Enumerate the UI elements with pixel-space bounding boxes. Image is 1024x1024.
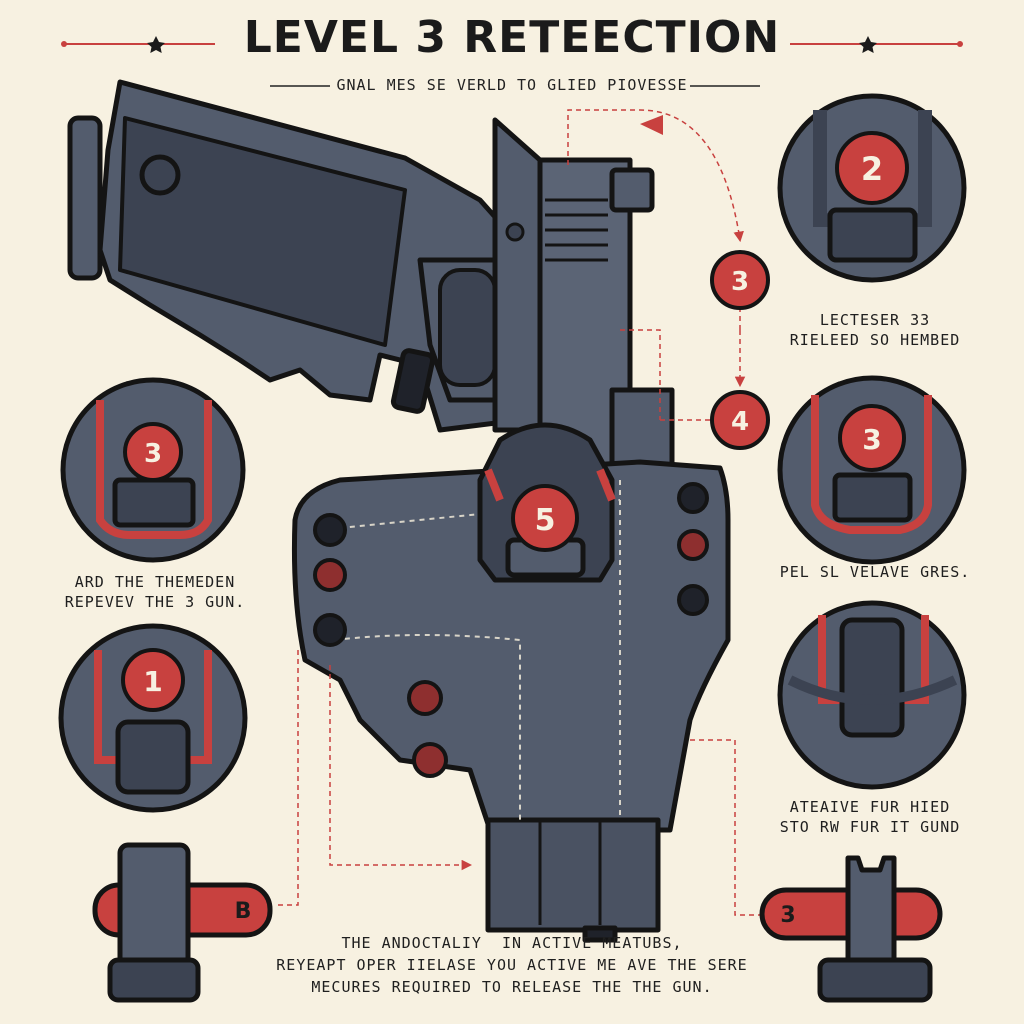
detail-circle-left-low xyxy=(58,623,248,813)
label-right-mid: PEL SL VELAVE GRES. xyxy=(779,563,971,581)
badge-4-ring xyxy=(710,390,770,450)
badge-5: 5 xyxy=(535,503,556,538)
star-icon xyxy=(859,36,877,53)
leader-lines xyxy=(275,109,770,916)
belt-clip-icon xyxy=(92,842,273,1003)
badge-7: 3 xyxy=(780,903,795,928)
title-decoration-right xyxy=(790,41,963,47)
badge-1: 1 xyxy=(143,665,162,698)
detail-circle-low-right xyxy=(777,600,967,790)
label-left-mid: ARD THE THEMEDEN REPEVEV THE 3 GUN. xyxy=(64,573,246,611)
slide-serrations xyxy=(545,198,608,262)
badge-6: B xyxy=(235,899,252,924)
badge-3c-ring xyxy=(123,422,183,482)
title-decoration-left xyxy=(61,41,215,47)
page-subtitle: GNAL MES SE VERLD TO GLIED PIOVESSE xyxy=(336,76,688,94)
star-icon xyxy=(147,36,165,53)
badge-2-ring xyxy=(835,131,909,205)
holster-rivets xyxy=(313,482,709,778)
badge-1-ring xyxy=(121,648,185,712)
badge-4: 4 xyxy=(731,407,749,437)
belt-clip-icon xyxy=(759,855,943,1003)
page-title: LEVEL 3 RETEECTION xyxy=(243,12,781,63)
pistol-icon xyxy=(67,79,675,483)
badge-3: 3 xyxy=(731,267,749,297)
badge-3-ring xyxy=(710,250,770,310)
label-right-low: ATEAIVE FUR HIED STO RW FUR IT GUND xyxy=(779,798,961,836)
badge-3b-ring xyxy=(838,404,906,472)
badge-2: 2 xyxy=(861,150,883,188)
takedown-pin xyxy=(505,222,525,242)
badge-3c: 3 xyxy=(144,439,162,469)
label-right-top: LECTESER 33 RIELEED SO HEMBED xyxy=(789,311,961,349)
badge-3b: 3 xyxy=(862,423,881,456)
footer-caption: THE ANDOCTALIY IN ACTIVE MEATUBS, REYEAP… xyxy=(276,934,748,996)
arrow-icon xyxy=(640,115,663,135)
badge-5-ring xyxy=(511,484,579,552)
